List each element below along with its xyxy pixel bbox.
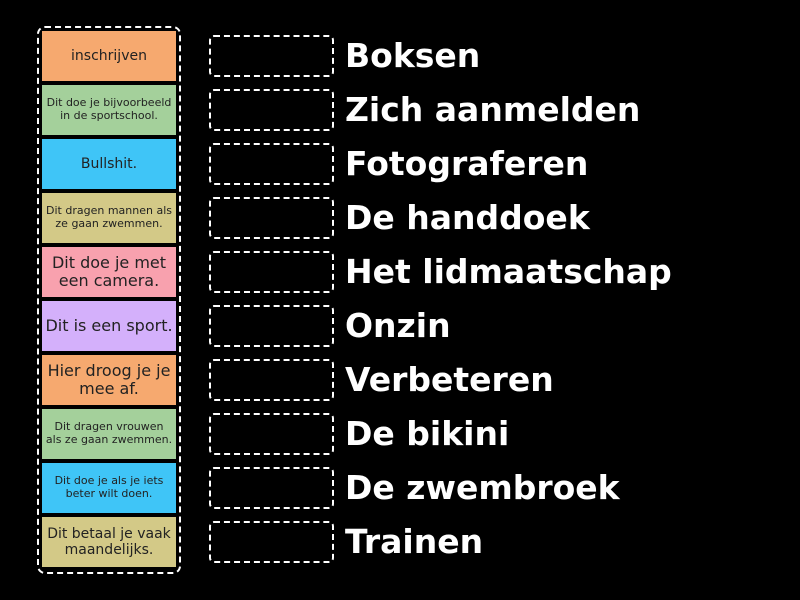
drop-slot[interactable]	[209, 521, 334, 563]
drop-slot[interactable]	[209, 467, 334, 509]
drop-slot[interactable]	[209, 305, 334, 347]
draggable-card[interactable]: Dit dragen vrouwen als ze gaan zwemmen.	[42, 409, 176, 459]
target-label: De handdoek	[345, 198, 590, 237]
draggable-card[interactable]: Dit doe je als je iets beter wilt doen.	[42, 463, 176, 513]
target-label: De zwembroek	[345, 468, 620, 507]
draggable-card[interactable]: inschrijven	[42, 31, 176, 81]
target-label: Trainen	[345, 522, 484, 561]
card-bank	[37, 26, 181, 574]
draggable-card[interactable]: Dit doe je bijvoorbeeld in de sportschoo…	[42, 85, 176, 135]
drop-slot[interactable]	[209, 143, 334, 185]
drop-slot[interactable]	[209, 359, 334, 401]
draggable-card[interactable]: Bullshit.	[42, 139, 176, 189]
target-label: Zich aanmelden	[345, 90, 641, 129]
target-label: De bikini	[345, 414, 510, 453]
draggable-card[interactable]: Dit betaal je vaak maandelijks.	[42, 517, 176, 567]
drop-slot[interactable]	[209, 413, 334, 455]
drop-slot[interactable]	[209, 89, 334, 131]
target-label: Fotograferen	[345, 144, 589, 183]
drop-slot[interactable]	[209, 197, 334, 239]
drop-slot[interactable]	[209, 251, 334, 293]
draggable-card[interactable]: Hier droog je je mee af.	[42, 355, 176, 405]
target-label: Boksen	[345, 36, 481, 75]
draggable-card[interactable]: Dit is een sport.	[42, 301, 176, 351]
target-label: Het lidmaatschap	[345, 252, 672, 291]
target-label: Verbeteren	[345, 360, 554, 399]
draggable-card[interactable]: Dit dragen mannen als ze gaan zwemmen.	[42, 193, 176, 243]
target-label: Onzin	[345, 306, 451, 345]
draggable-card[interactable]: Dit doe je met een camera.	[42, 247, 176, 297]
drop-slot[interactable]	[209, 35, 334, 77]
